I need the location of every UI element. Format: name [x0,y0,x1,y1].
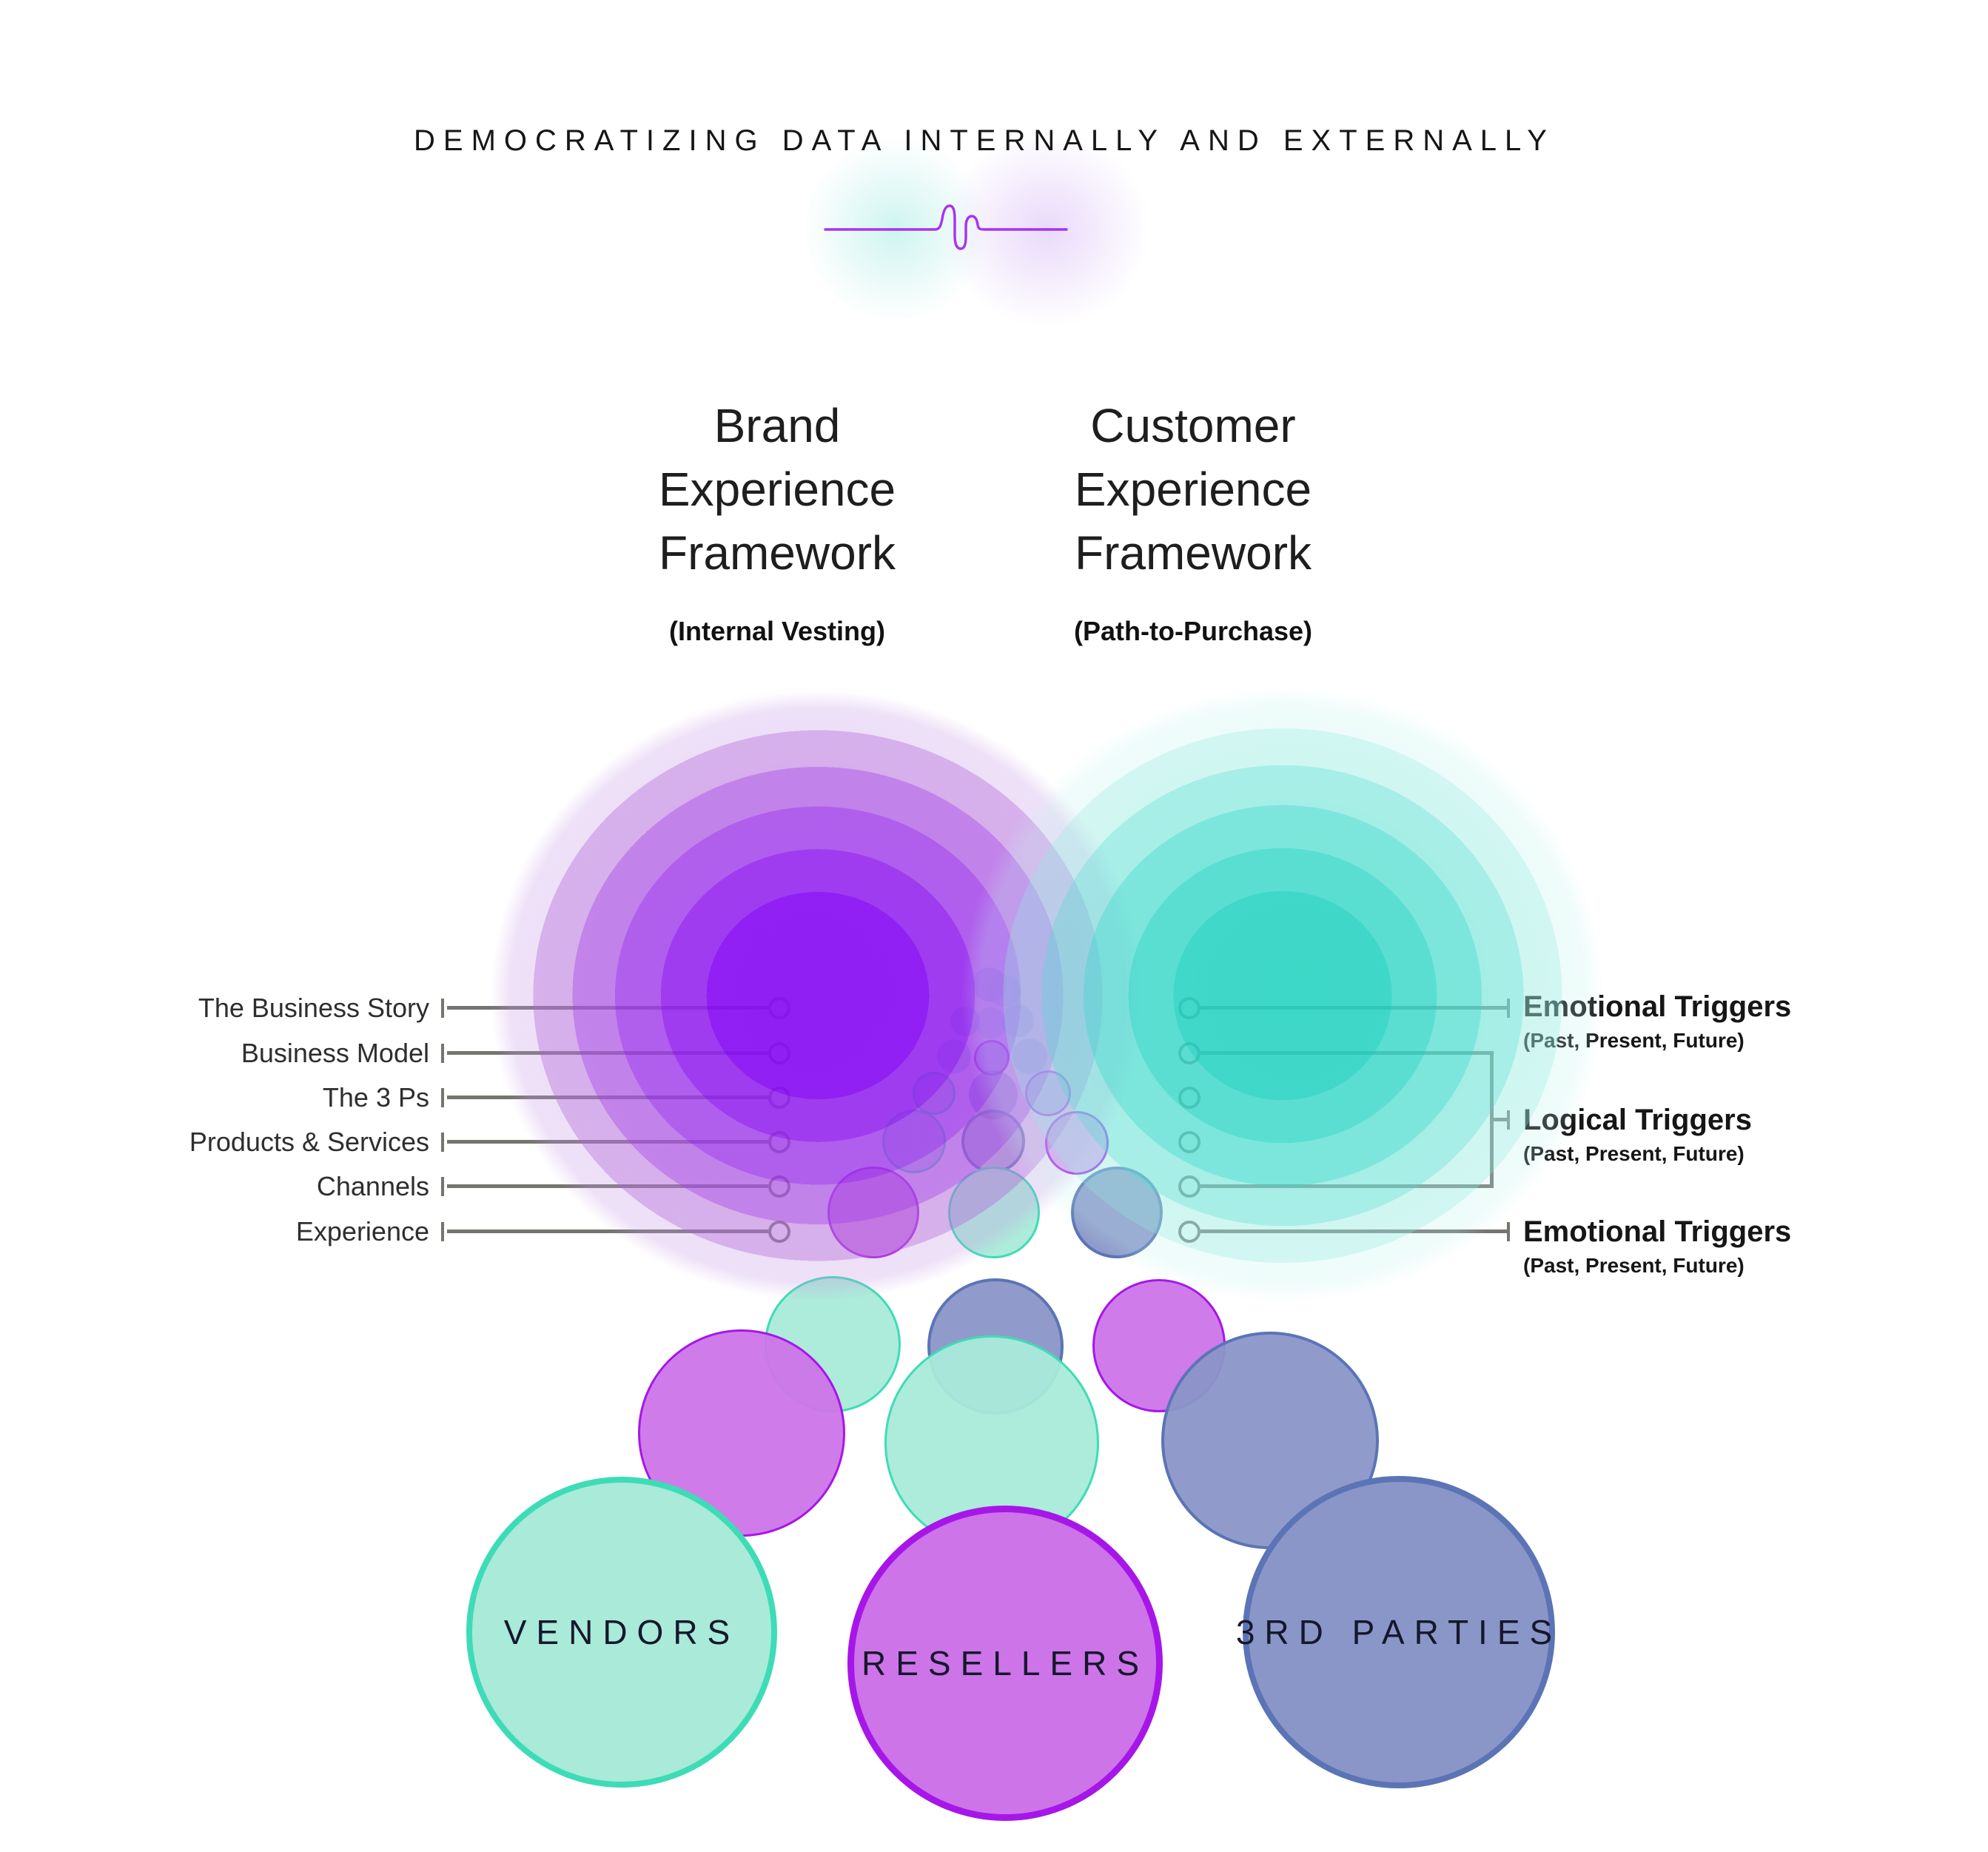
trigger-title: Emotional Triggers [1523,990,1792,1023]
left-row-dot [768,1131,790,1153]
customer-experience-blob [961,688,1604,1303]
left-row-dot [768,997,790,1019]
brand-title-line2: Experience [658,463,896,516]
customer-framework-subtitle: (Path-to-Purchase) [1073,616,1313,646]
cascade-bubble [1025,1070,1071,1116]
left-row-label: Products & Services [189,1127,429,1157]
bracket-stub-line [1490,1118,1508,1121]
trigger-subtitle: (Past, Present, Future) [1523,1142,1744,1165]
cascade-bubble [1012,1039,1047,1074]
right-row-dot [1178,1175,1200,1198]
emotional-triggers-top-label: Emotional Triggers (Past, Present, Futur… [1523,989,1841,1054]
brand-framework-title: Brand Experience Framework [570,394,984,585]
left-row-line [447,1051,768,1055]
right-row-dot [1178,997,1200,1019]
left-row-tick [441,1177,444,1196]
right-row-dot [1178,1131,1200,1153]
cascade-bubble [937,1039,971,1073]
left-row-tick [441,1088,444,1107]
brand-title-line3: Framework [658,526,896,580]
left-row-label: Business Model [241,1038,429,1068]
cascade-bubble [827,1167,919,1258]
vendors-circle: VENDORS [466,1477,777,1788]
trigger-title: Emotional Triggers [1523,1215,1792,1248]
bracket-top-line [1200,1051,1494,1055]
cascade-bubble [1001,1004,1034,1037]
cascade-bubble [988,974,1021,1007]
left-row-line [447,1229,768,1233]
right-row-tick [1507,1222,1510,1241]
left-row-tick [441,1044,444,1063]
cascade-bubble [882,1110,946,1173]
right-row-line [1200,1229,1507,1233]
third-parties-label: 3RD PARTIES [1235,1613,1562,1651]
customer-title-line3: Framework [1074,526,1312,580]
logical-triggers-label: Logical Triggers (Past, Present, Future) [1523,1102,1841,1167]
left-row-dot [768,1087,790,1109]
customer-title-line1: Customer [1090,399,1296,452]
left-row-tick [441,1133,444,1152]
brand-experience-blob [491,691,1145,1301]
third-parties-circle: 3RD PARTIES [1236,1476,1555,1788]
right-row-dot [1178,1087,1200,1109]
bracket-stub-tick [1507,1110,1510,1130]
left-row-label: The 3 Ps [322,1082,429,1113]
left-row-line [447,1006,768,1010]
left-row-line [447,1140,768,1144]
right-row-tick [1507,999,1510,1018]
left-row-tick [441,999,444,1018]
right-row-dot [1178,1221,1200,1243]
resellers-label: RESELLERS [861,1644,1149,1682]
page-title: DEMOCRATIZING DATA INTERNALLY AND EXTERN… [414,124,1555,157]
trigger-subtitle: (Past, Present, Future) [1523,1029,1744,1052]
cascade-bubble [961,1110,1025,1173]
squiggle-divider-icon [824,204,1068,250]
cascade-bubble [1071,1167,1163,1258]
cascade-bubble [1045,1111,1109,1175]
left-row-line [447,1096,768,1099]
left-row-dot [768,1042,790,1064]
left-row-label: Channels [316,1171,429,1201]
trigger-title: Logical Triggers [1523,1104,1752,1136]
trigger-subtitle: (Past, Present, Future) [1523,1254,1744,1277]
left-row-line [447,1184,768,1188]
left-row-dot [768,1175,790,1198]
vendors-label: VENDORS [503,1613,740,1651]
resellers-circle: RESELLERS [847,1506,1163,1821]
right-row-dot [1178,1042,1200,1064]
cascade-bubble [948,1167,1040,1258]
brand-title-line1: Brand [713,399,841,452]
left-row-label: Experience [295,1216,429,1247]
left-row-tick [441,1222,444,1241]
left-row-label: The Business Story [198,993,429,1023]
emotional-triggers-bottom-label: Emotional Triggers (Past, Present, Futur… [1523,1214,1841,1279]
right-row-line [1200,1006,1507,1010]
cascade-bubble [913,1072,956,1115]
cascade-bubble [884,1335,1099,1550]
bracket-bottom-line [1200,1184,1494,1188]
customer-title-line2: Experience [1074,463,1312,516]
brand-framework-subtitle: (Internal Vesting) [668,616,886,646]
left-row-dot [768,1221,790,1243]
customer-framework-title: Customer Experience Framework [986,394,1400,585]
